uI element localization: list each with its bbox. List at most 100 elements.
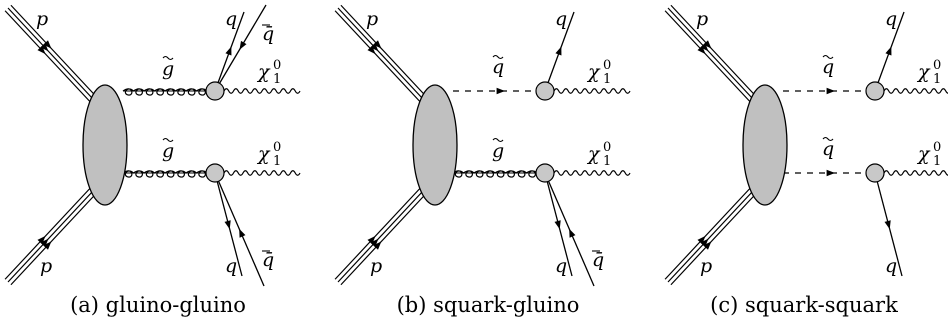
decay-vertex xyxy=(205,81,225,101)
neutralino-line xyxy=(553,170,631,176)
quark-arrow xyxy=(555,46,562,56)
gluino-label: g xyxy=(162,58,174,80)
antiquark-label: q̄ xyxy=(262,23,274,45)
gluino-label: g xyxy=(162,140,174,162)
caption-tag: (c) xyxy=(710,293,739,317)
gluino-label: g xyxy=(492,140,504,162)
antiquark-label: q̄ xyxy=(592,249,604,271)
neutralino-label: χ xyxy=(916,143,931,165)
quark-label: q xyxy=(555,255,567,277)
beam-arrow xyxy=(40,238,49,247)
neutralino-line xyxy=(223,88,301,94)
beam-arrow xyxy=(697,45,706,55)
quark-label: q xyxy=(225,255,237,277)
tilde-mark xyxy=(492,137,504,143)
gluino-line xyxy=(122,88,208,96)
squark-label: q xyxy=(822,138,834,160)
caption-squark-squark: (c) squark-squark xyxy=(660,293,948,317)
proton-beam-bottom xyxy=(664,187,757,286)
proton-label-bottom: p xyxy=(370,255,382,277)
neutralino-subscript: 1 xyxy=(273,154,281,169)
proton-label-bottom: p xyxy=(40,255,52,277)
neutralino-subscript: 1 xyxy=(603,154,611,169)
beam-arrow xyxy=(700,238,709,247)
tilde-mark xyxy=(822,136,834,142)
neutralino-line xyxy=(883,88,948,94)
squark-label: q xyxy=(822,56,834,78)
caption-text: gluino-gluino xyxy=(105,293,246,317)
neutralino-label: χ xyxy=(256,61,271,83)
beam-arrow xyxy=(37,235,46,245)
neutralino-label: χ xyxy=(586,143,601,165)
neutralino-label: χ xyxy=(256,143,271,165)
beam-arrow xyxy=(700,43,709,52)
quark-arrow xyxy=(884,220,891,230)
antiquark-arrow xyxy=(239,228,246,238)
neutralino-subscript: 1 xyxy=(933,72,941,87)
decay-vertex xyxy=(535,81,555,101)
quark-arrow xyxy=(554,220,561,230)
tilde-mark xyxy=(822,54,834,60)
production-blob xyxy=(82,84,128,206)
neutralino-superscript: 0 xyxy=(273,58,281,73)
decay-vertex xyxy=(205,163,225,183)
neutralino-subscript: 1 xyxy=(603,72,611,87)
antiquark-label: q̄ xyxy=(262,249,274,271)
beam-arrow xyxy=(367,235,376,245)
production-blob xyxy=(742,84,788,206)
neutralino-line xyxy=(553,88,631,94)
squark-arrow xyxy=(826,87,835,95)
tilde-mark xyxy=(492,54,504,60)
caption-text: squark-gluino xyxy=(433,293,580,317)
beam-arrow xyxy=(37,45,46,55)
squark-arrow xyxy=(826,169,835,177)
neutralino-subscript: 1 xyxy=(273,72,281,87)
beam-arrow xyxy=(703,40,712,49)
antiquark-arrow xyxy=(569,228,576,238)
caption-tag: (b) xyxy=(396,293,427,317)
quark-label: q xyxy=(885,255,897,277)
caption-gluino-gluino: (a) gluino-gluino xyxy=(0,293,316,317)
proton-label-top: p xyxy=(366,8,378,30)
beam-arrow xyxy=(40,43,49,52)
proton-label-top: p xyxy=(696,8,708,30)
squark-arrow xyxy=(496,87,505,95)
caption-text: squark-squark xyxy=(745,293,898,317)
tilde-mark xyxy=(162,55,174,61)
tilde-mark xyxy=(162,137,174,143)
beam-arrow xyxy=(373,40,382,49)
quark-arrow xyxy=(224,220,231,230)
squark-label: q xyxy=(492,56,504,78)
neutralino-label: χ xyxy=(916,61,931,83)
quark-label: q xyxy=(555,8,567,30)
beam-arrow xyxy=(697,235,706,245)
beam-arrow xyxy=(43,241,52,250)
caption-tag: (a) xyxy=(70,293,99,317)
production-blob xyxy=(412,84,458,206)
decay-vertex xyxy=(865,81,885,101)
proton-beam-top xyxy=(334,4,427,103)
beam-arrow xyxy=(370,43,379,52)
decay-vertex xyxy=(535,163,555,183)
proton-label-top: p xyxy=(36,8,48,30)
caption-squark-gluino: (b) squark-gluino xyxy=(330,293,646,317)
neutralino-superscript: 0 xyxy=(603,58,611,73)
decay-vertex xyxy=(865,163,885,183)
beam-arrow xyxy=(367,45,376,55)
neutralino-superscript: 0 xyxy=(273,140,281,155)
quark-label: q xyxy=(225,8,237,30)
quark-label: q xyxy=(885,8,897,30)
quark-arrow xyxy=(225,46,232,56)
gluino-line xyxy=(452,170,538,178)
neutralino-line xyxy=(883,170,948,176)
beam-arrow xyxy=(373,241,382,250)
quark-arrow xyxy=(885,46,892,56)
neutralino-label: χ xyxy=(586,61,601,83)
proton-beam-top xyxy=(664,4,757,103)
beam-arrow xyxy=(703,241,712,250)
